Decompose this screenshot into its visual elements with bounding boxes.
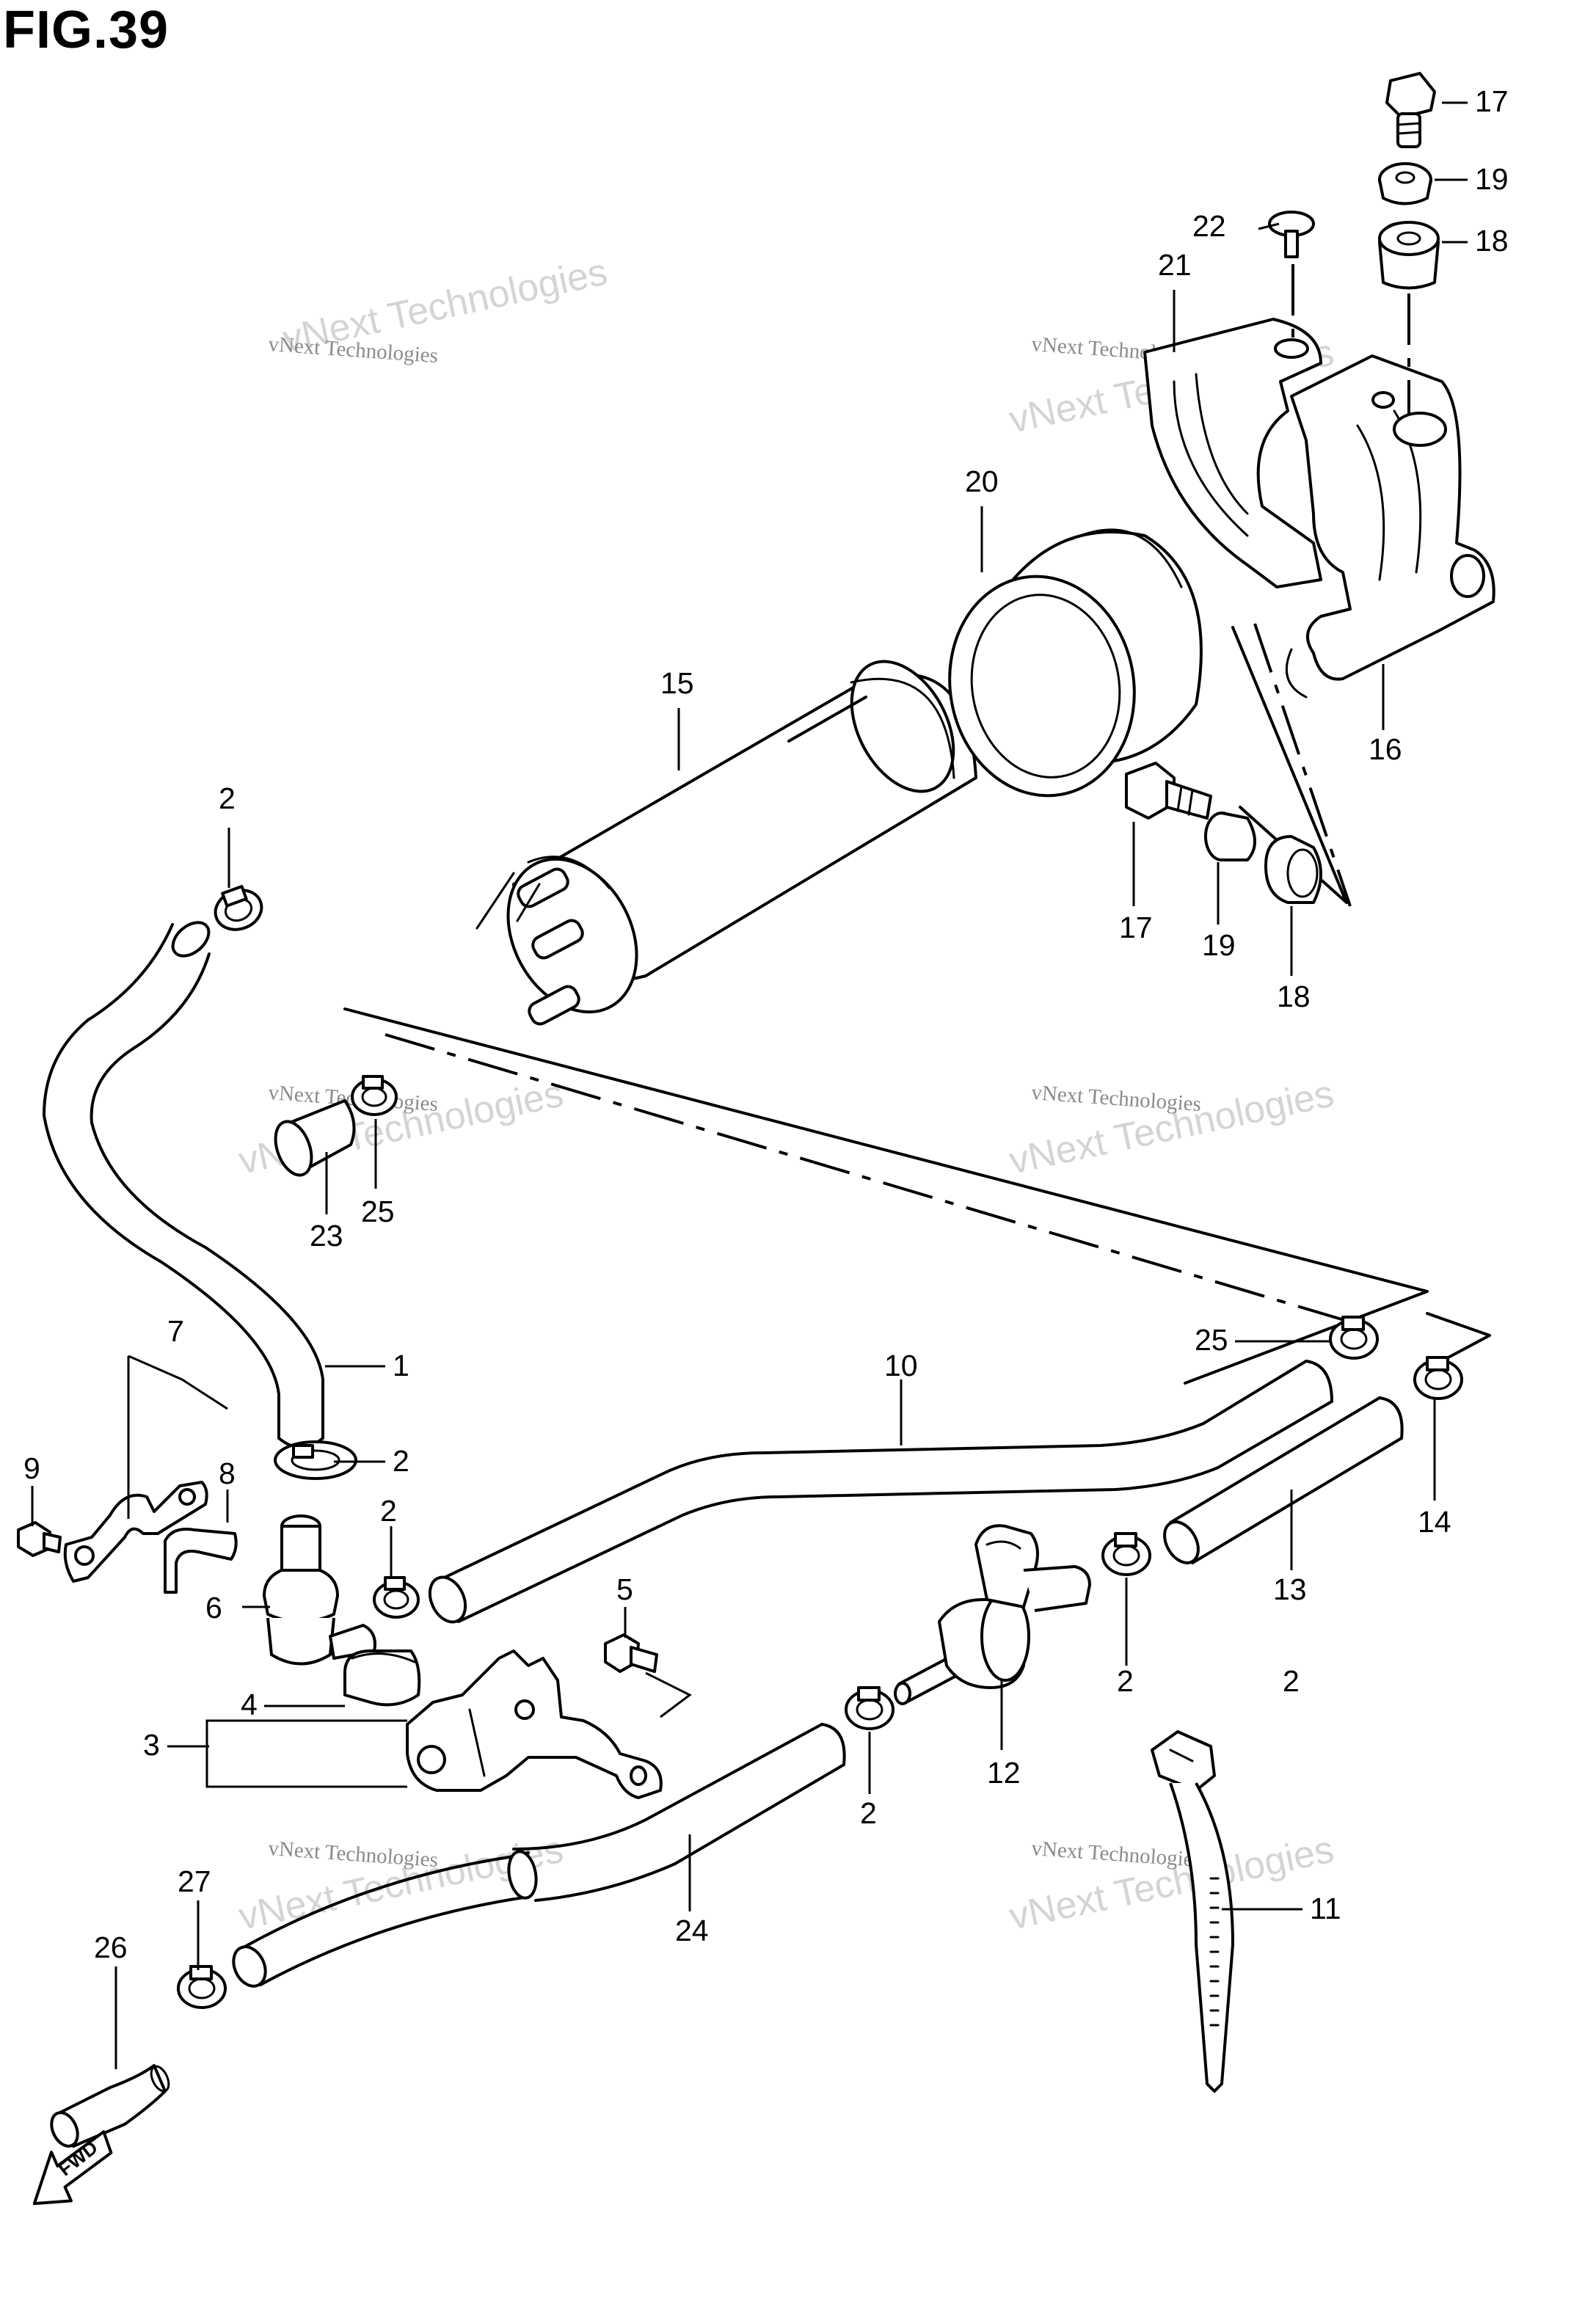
- callout-27: 27: [178, 1864, 211, 1898]
- watermark-top-left: vNext Technologies vNext Technologies: [268, 250, 611, 368]
- callout-4: 4: [241, 1688, 258, 1721]
- mount-bracket-3[interactable]: [406, 1649, 663, 1799]
- pump-cushion-sleeve[interactable]: [933, 528, 1203, 810]
- callout-11: 11: [1310, 1892, 1341, 1925]
- callout-19: 19: [1475, 162, 1509, 196]
- grommet-18-lower[interactable]: [1264, 835, 1322, 904]
- washer-19-lower[interactable]: [1204, 812, 1256, 861]
- figure-title: FIG.39: [3, 1, 170, 59]
- callout-labels: 1 2 2 2 2 2 2 3 4 5 6 7 8 9 10 11 12 13 …: [23, 84, 1509, 1964]
- callout-2: 2: [219, 781, 236, 815]
- grommet-18-top[interactable]: [1378, 221, 1440, 290]
- callout-20: 20: [965, 464, 999, 498]
- bolt-9[interactable]: [17, 1521, 62, 1557]
- watermark-text: vNext Technologies: [268, 332, 439, 368]
- callout-5: 5: [616, 1572, 633, 1606]
- bolt-17-top[interactable]: [1385, 72, 1436, 148]
- fuel-fitting-6[interactable]: [263, 1514, 376, 1666]
- clamp-2-hose13[interactable]: [1101, 1532, 1151, 1576]
- connector-26[interactable]: [46, 2063, 172, 2150]
- callout-17: 17: [1119, 911, 1153, 944]
- callout-3: 3: [143, 1728, 160, 1762]
- leader-lines: [31, 101, 1468, 2069]
- callout-25: 25: [1195, 1323, 1228, 1357]
- callout-2: 2: [1283, 1664, 1300, 1698]
- callout-22: 22: [1192, 209, 1226, 243]
- callout-18: 18: [1277, 980, 1311, 1013]
- callout-2: 2: [393, 1444, 409, 1478]
- watermark-bottom-right: vNext Technologies vNext Technologies: [1005, 1828, 1337, 1938]
- callout-2: 2: [860, 1796, 877, 1830]
- fuel-hose-10[interactable]: [423, 1360, 1333, 1627]
- callout-12: 12: [987, 1756, 1021, 1790]
- clamp-2-top[interactable]: [210, 884, 267, 936]
- watermark-mid-right: vNext Technologies vNext Technologies: [1005, 1072, 1337, 1182]
- guide-dashes-upper: [1291, 264, 1410, 415]
- callout-1: 1: [393, 1349, 409, 1382]
- callout-6: 6: [205, 1591, 222, 1625]
- fuel-hose-1[interactable]: [43, 916, 324, 1449]
- callout-18: 18: [1475, 224, 1509, 258]
- callout-14: 14: [1418, 1505, 1451, 1539]
- watermark-text: vNext Technologies: [1031, 1837, 1202, 1872]
- callout-26: 26: [94, 1931, 128, 1964]
- pump-bracket-upper[interactable]: [1143, 318, 1322, 588]
- callout-9: 9: [23, 1451, 40, 1485]
- watermark-text: vNext Technologies: [268, 1837, 439, 1872]
- pump-bracket-lower[interactable]: [1285, 354, 1495, 699]
- bolt-17-lower[interactable]: [1125, 762, 1212, 820]
- clamp-2-hose24[interactable]: [845, 1686, 894, 1730]
- mount-bracket-4[interactable]: [343, 1649, 421, 1707]
- clip-bracket-8[interactable]: [164, 1528, 238, 1594]
- callout-24: 24: [675, 1914, 709, 1947]
- clamp-2-at-valve[interactable]: [373, 1576, 420, 1619]
- callout-17: 17: [1475, 84, 1509, 118]
- clamp-2-hose1-bottom[interactable]: [274, 1440, 357, 1480]
- fuel-hose-13[interactable]: [1158, 1396, 1404, 1569]
- fuel-pump[interactable]: [475, 644, 977, 1035]
- clamp-25-upper[interactable]: [351, 1075, 398, 1116]
- callout-19: 19: [1202, 928, 1236, 962]
- callout-10: 10: [884, 1349, 918, 1382]
- callout-16: 16: [1369, 732, 1402, 766]
- clip-bracket-7[interactable]: [63, 1481, 208, 1583]
- callout-15: 15: [660, 666, 694, 700]
- watermark-text: vNext Technologies: [1031, 1081, 1202, 1116]
- callout-7: 7: [167, 1314, 184, 1348]
- washer-19-top[interactable]: [1378, 162, 1432, 205]
- callout-13: 13: [1273, 1572, 1307, 1606]
- cable-tie-11[interactable]: [1151, 1730, 1234, 2093]
- fuel-hose-24[interactable]: [227, 1723, 846, 1991]
- clamp-27[interactable]: [177, 1965, 227, 2009]
- bolt-5[interactable]: [604, 1633, 658, 1673]
- callout-23: 23: [310, 1219, 343, 1253]
- clamp-25-right[interactable]: [1329, 1316, 1379, 1360]
- callout-8: 8: [219, 1457, 236, 1490]
- callout-25: 25: [361, 1195, 395, 1228]
- callout-21: 21: [1158, 248, 1192, 282]
- clamp-14[interactable]: [1413, 1356, 1463, 1400]
- callout-2: 2: [1117, 1664, 1134, 1698]
- callout-2: 2: [380, 1494, 397, 1528]
- screw-22[interactable]: [1268, 211, 1315, 258]
- hose-23[interactable]: [269, 1099, 356, 1180]
- check-valve-12[interactable]: [894, 1524, 1091, 1705]
